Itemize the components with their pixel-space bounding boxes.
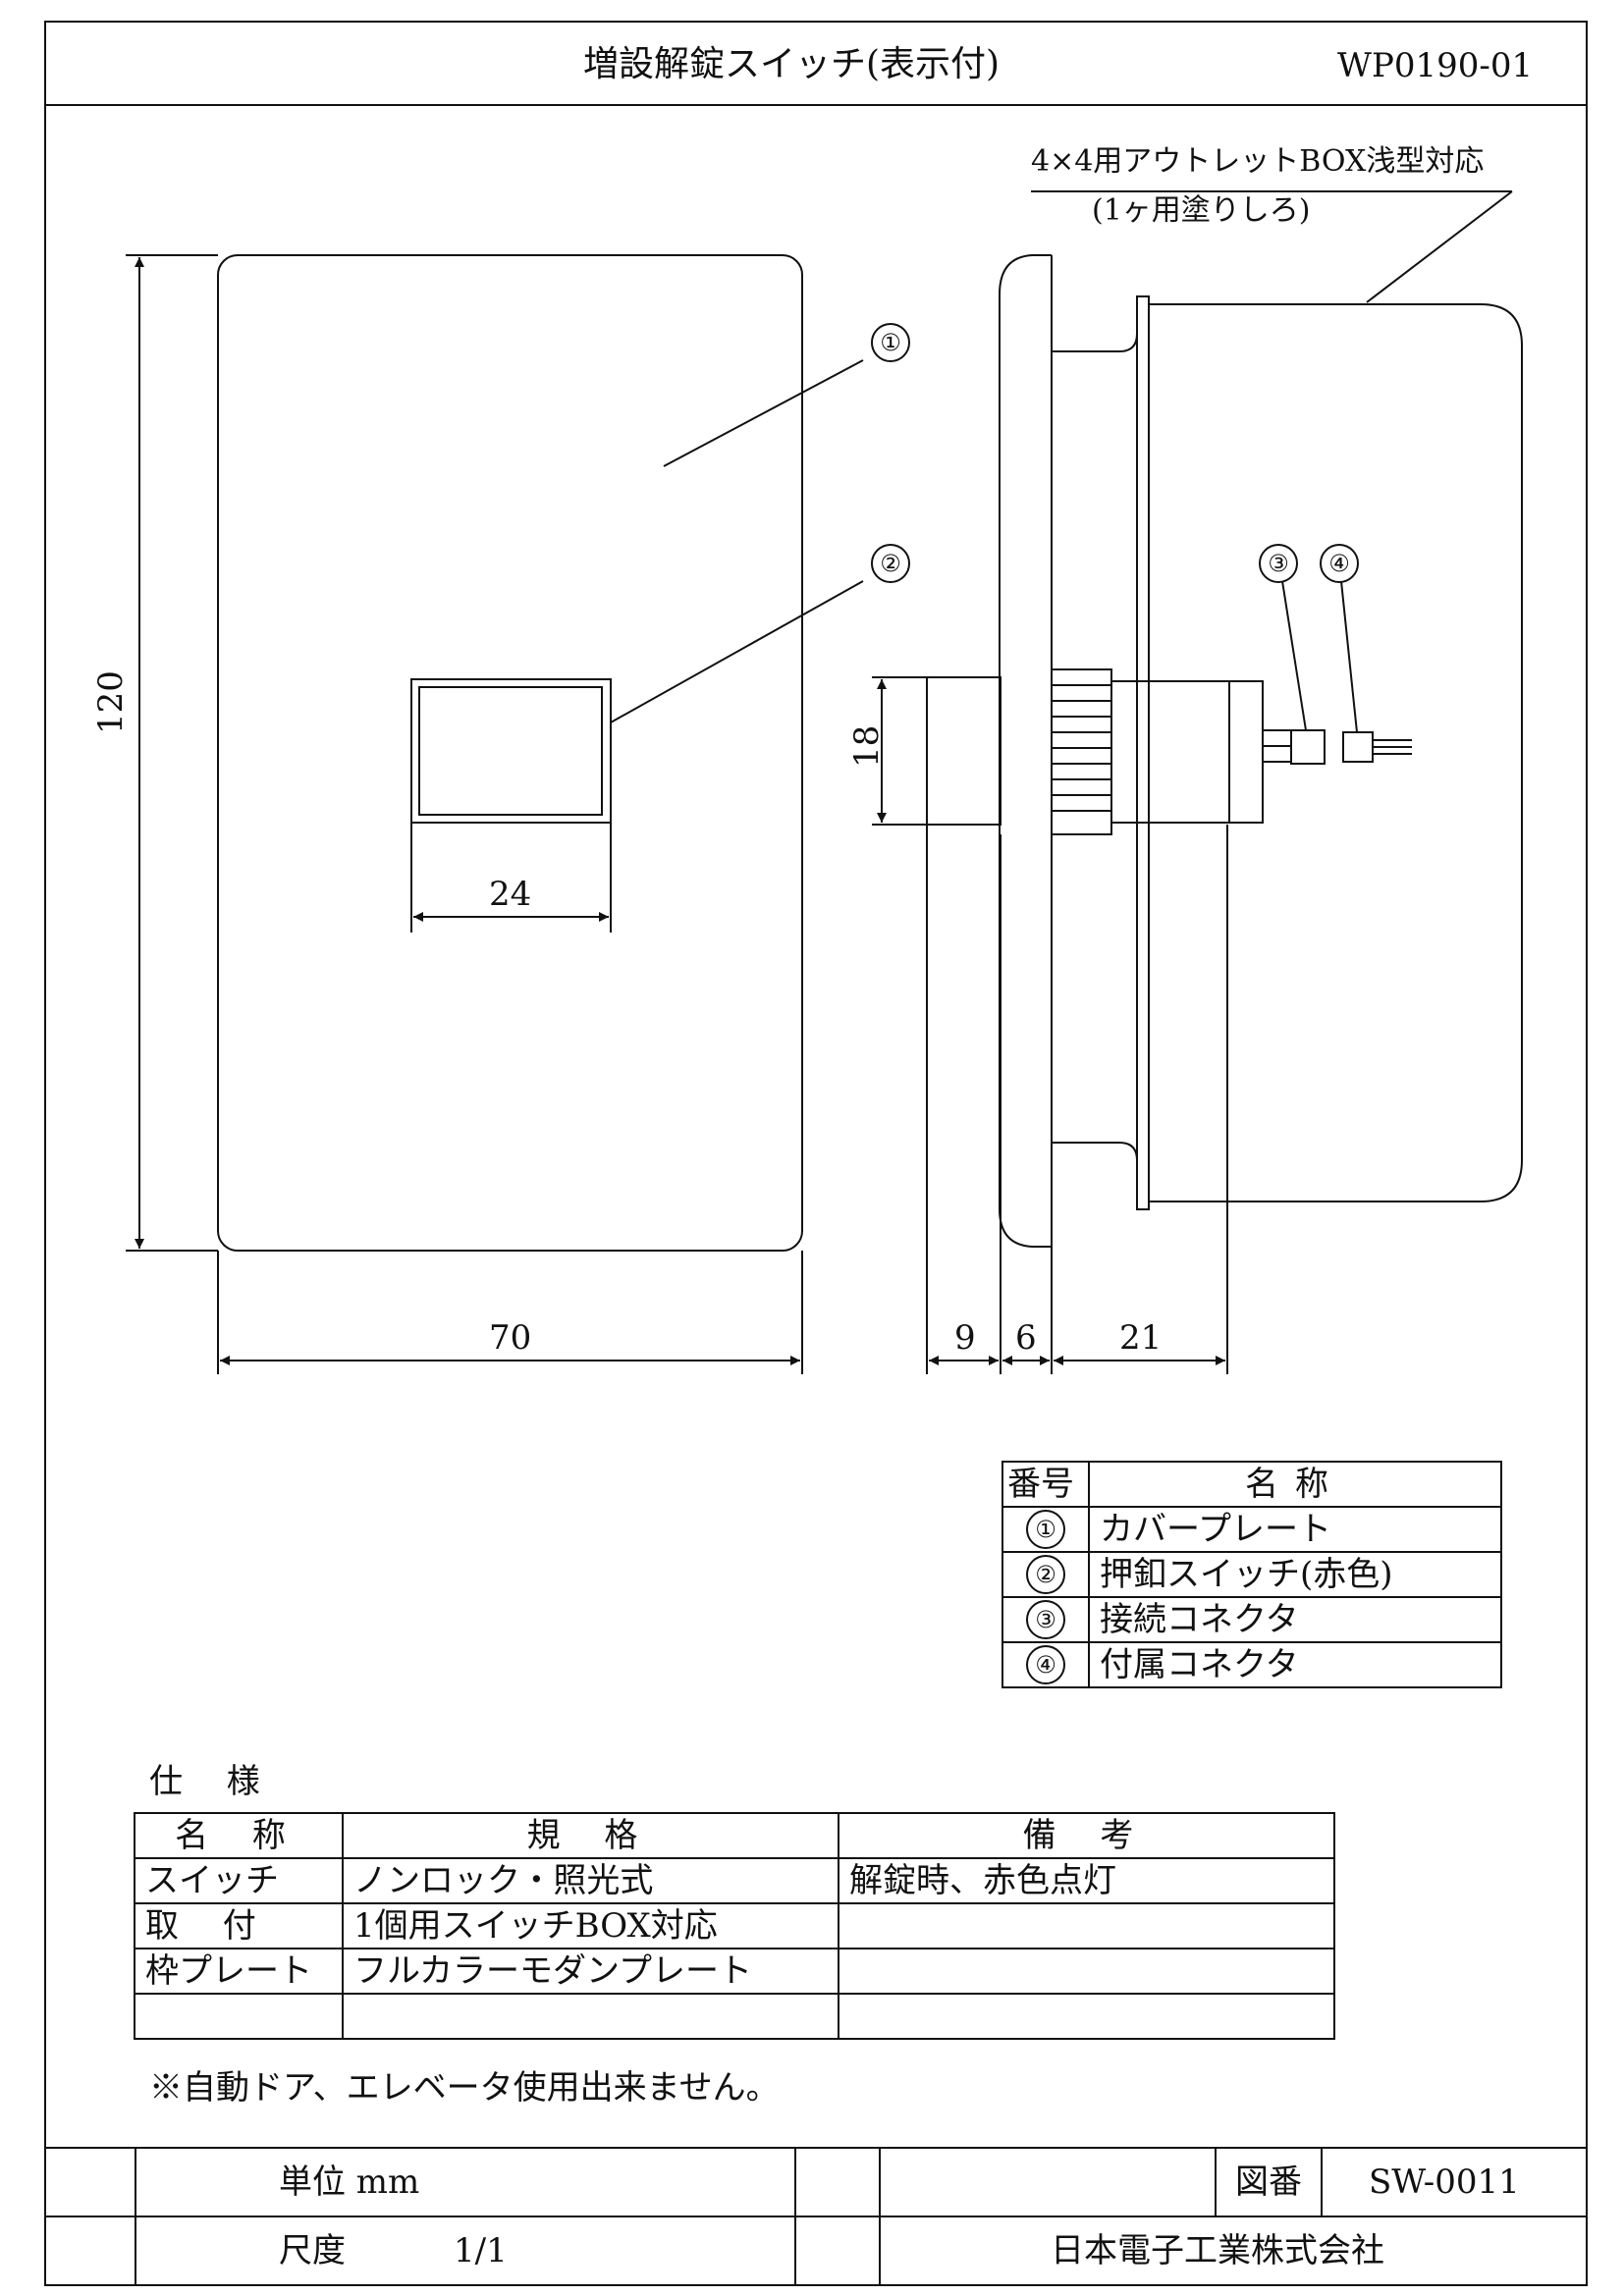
parts-row: ③ 接続コネクタ	[1001, 1596, 1502, 1643]
spec-cell: 解錠時、赤色点灯	[838, 1857, 1335, 1904]
scale-value: 1/1	[454, 2231, 508, 2270]
switch-body	[1051, 668, 1112, 835]
spec-cell	[838, 1902, 1335, 1949]
box-note-line1: 4×4用アウトレットBOX浅型対応	[1031, 144, 1485, 179]
spec-cell: スイッチ	[134, 1857, 344, 1904]
box-note-line2: (1ヶ用塗りしろ)	[1092, 193, 1311, 228]
parts-row-name: 押釦スイッチ(赤色)	[1088, 1551, 1502, 1598]
plate-side-profile	[999, 254, 1052, 1248]
callout-2: ②	[871, 544, 910, 583]
parts-header-name: 名称	[1088, 1461, 1502, 1508]
button-side	[926, 676, 1001, 826]
dim-height-label: 120	[91, 670, 131, 734]
company-name: 日本電子工業株式会社	[1051, 2231, 1384, 2270]
spec-cell	[838, 1993, 1335, 2040]
parts-header-number: 番号	[1001, 1461, 1090, 1508]
callout-3: ③	[1259, 544, 1298, 583]
cover-plate-front	[217, 254, 803, 1252]
parts-table-header: 番号 名称	[1001, 1461, 1502, 1508]
parts-row: ② 押釦スイッチ(赤色)	[1001, 1551, 1502, 1598]
dim-side-b-label: 6	[1015, 1318, 1037, 1358]
spec-header-name: 名 称	[134, 1812, 344, 1859]
unit-label: 単位 mm	[279, 2163, 420, 2202]
spec-header-row: 名 称 規 格 備 考	[134, 1812, 1335, 1859]
spec-cell: 1個用スイッチBOX対応	[342, 1902, 839, 1949]
parts-table: 番号 名称 ① カバープレート ② 押釦スイッチ(赤色) ③ 接続コネクタ ④ …	[1001, 1461, 1502, 1688]
spec-cell: フルカラーモダンプレート	[342, 1948, 839, 1995]
callout-4: ④	[1320, 544, 1359, 583]
spec-row: 枠プレート フルカラーモダンプレート	[134, 1948, 1335, 1995]
dim-side-a-label: 9	[954, 1318, 976, 1358]
parts-row: ① カバープレート	[1001, 1506, 1502, 1553]
document-code: WP0190-01	[1337, 46, 1534, 85]
parts-row-name: 付属コネクタ	[1088, 1641, 1502, 1688]
drawing-number-label: 図番	[1235, 2163, 1302, 2202]
sheet-frame	[44, 21, 1588, 2286]
drawing-number: SW-0011	[1369, 2163, 1520, 2202]
spec-heading: 仕 様	[149, 1762, 277, 1801]
drawing-title: 増設解錠スイッチ(表示付)	[583, 44, 1001, 84]
dim-width-label: 70	[489, 1318, 532, 1358]
spec-row: 取 付 1個用スイッチBOX対応	[134, 1902, 1335, 1949]
spec-cell: ノンロック・照光式	[342, 1857, 839, 1904]
parts-row: ④ 付属コネクタ	[1001, 1641, 1502, 1688]
button-outer	[410, 678, 612, 824]
spec-cell: 取 付	[134, 1902, 344, 1949]
dim-button-width-label: 24	[489, 875, 532, 914]
scale-label: 尺度	[279, 2231, 346, 2270]
parts-row-number: ③	[1026, 1600, 1065, 1639]
dim-button-height-label: 18	[847, 724, 887, 768]
spec-note: ※自動ドア、エレベータ使用出来ません。	[149, 2068, 780, 2108]
box-flange	[1136, 295, 1150, 1210]
spec-row	[134, 1993, 1335, 2040]
connector-4	[1342, 731, 1374, 763]
dim-side-c-label: 21	[1119, 1318, 1163, 1358]
spec-cell	[342, 1993, 839, 2040]
spec-header-remarks: 備 考	[838, 1812, 1335, 1859]
spec-header-standard: 規 格	[342, 1812, 839, 1859]
parts-row-number: ②	[1026, 1555, 1065, 1594]
spec-cell	[134, 1993, 344, 2040]
spec-row: スイッチ ノンロック・照光式 解錠時、赤色点灯	[134, 1857, 1335, 1904]
parts-row-number: ④	[1026, 1645, 1065, 1684]
parts-row-name: 接続コネクタ	[1088, 1596, 1502, 1643]
spec-cell: 枠プレート	[134, 1948, 344, 1995]
outlet-box-body	[1149, 303, 1523, 1202]
connector-3	[1290, 729, 1326, 765]
button-inner	[418, 686, 603, 816]
spec-table: 名 称 規 格 備 考 スイッチ ノンロック・照光式 解錠時、赤色点灯 取 付 …	[134, 1812, 1335, 2040]
spec-cell	[838, 1948, 1335, 1995]
parts-row-name: カバープレート	[1088, 1506, 1502, 1553]
callout-1: ①	[871, 323, 910, 362]
parts-row-number: ①	[1026, 1510, 1065, 1549]
